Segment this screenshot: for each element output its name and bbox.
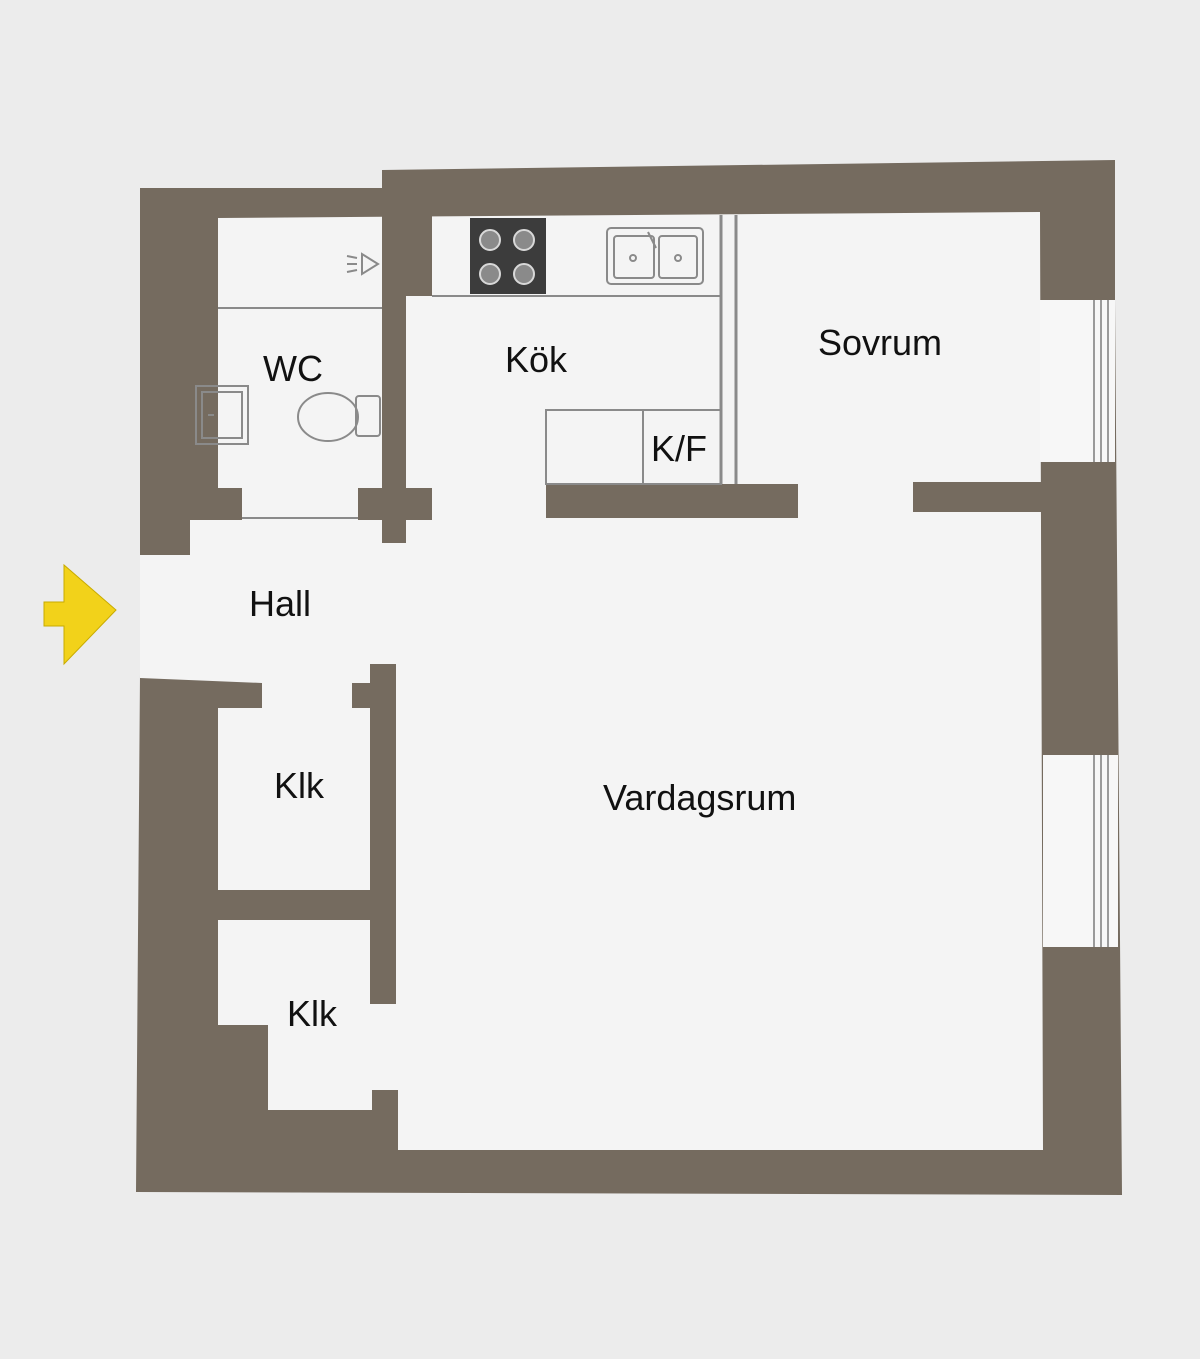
shower-icon [346,252,380,276]
kitchen-lower-counter [545,409,722,485]
stove-burners [479,229,535,285]
washbasin-icon [195,385,249,445]
closet-wall-right [370,664,396,1004]
stove-icon [470,218,546,294]
interior-floor [140,212,1043,1150]
room-label-kok: Kök [505,339,568,380]
window-bedroom [1040,300,1115,462]
wc-wall-stub [382,488,406,543]
closet-lower-right-wall [372,1090,398,1152]
room-label-sovrum: Sovrum [818,322,942,363]
wc-left-wall [190,360,218,490]
bedroom-living-wall [913,482,1043,512]
wc-kitchen-wall-lower [382,296,406,492]
room-label-klk-upper: Klk [274,765,325,806]
kitchen-living-wall [546,484,798,518]
window-living [1043,755,1118,947]
toilet-icon [297,392,381,442]
entrance-arrow-icon [43,563,117,666]
kitchen-sink-icon [606,227,704,285]
room-label-vardagsrum: Vardagsrum [603,777,796,818]
closet-door-stub [352,683,380,708]
room-label-klk-lower: Klk [287,993,338,1034]
closet-divider [218,890,378,920]
room-label-hall: Hall [249,583,311,624]
wc-kitchen-wall [382,188,432,296]
room-label-kf: K/F [651,428,707,469]
wc-bottom-wall-left [190,488,242,520]
room-label-wc: WC [263,348,323,389]
